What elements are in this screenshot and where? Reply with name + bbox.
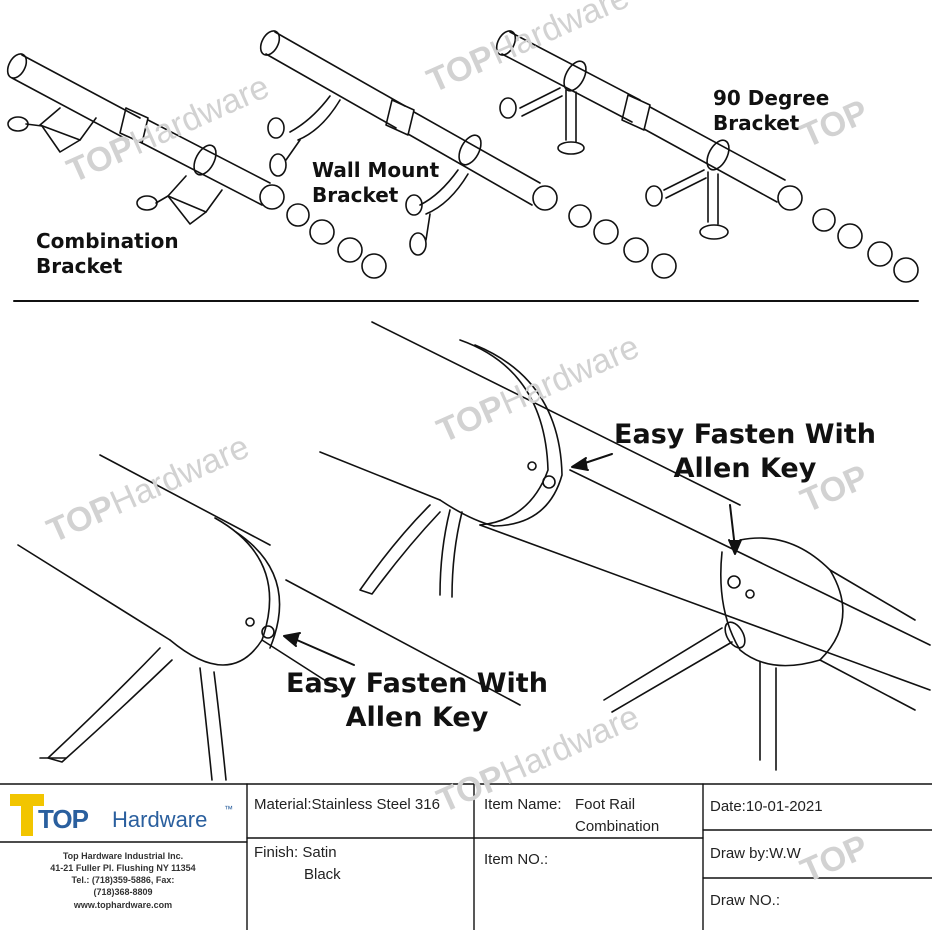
detail-combination-joint <box>17 454 521 781</box>
detail-wall-mount-joint <box>319 321 931 691</box>
label-line: 90 Degree <box>713 86 830 110</box>
company-name: Top Hardware Industrial Inc. <box>62 851 184 861</box>
label-line: Allen Key <box>673 452 817 484</box>
logo-top-text: TOP <box>38 804 89 834</box>
label-line: Bracket <box>36 254 123 278</box>
easy-fasten-callout-top: Easy Fasten With Allen Key <box>612 418 878 486</box>
draw-no-field: Draw NO.: <box>710 892 781 909</box>
company-fax: (718)368-8809 <box>93 887 153 898</box>
date-field: Date:10-01-2021 <box>710 798 823 815</box>
label-line: Wall Mount <box>312 158 440 182</box>
detail-ninety-degree-joint <box>603 537 916 771</box>
company-logo: TOP Hardware ™ <box>8 790 236 838</box>
title-block-frame <box>0 783 932 930</box>
item-name-line-1: Foot Rail <box>575 796 636 813</box>
item-name-line-2: Combination <box>575 818 660 835</box>
item-no-field: Item NO.: <box>484 851 549 868</box>
combination-rail-assembly <box>6 53 387 279</box>
label-line: Easy Fasten With <box>614 419 876 450</box>
wall-mount-rail-assembly <box>259 30 677 279</box>
logo-t-stem <box>21 806 33 836</box>
material-field: Material:Stainless Steel 316 <box>254 796 440 813</box>
label-line: Allen Key <box>345 701 489 733</box>
easy-fasten-callout-bottom: Easy Fasten With Allen Key <box>284 667 550 735</box>
logo-tm: ™ <box>224 804 233 814</box>
logo-t-mark <box>10 794 44 806</box>
company-website: www.tophardware.com <box>73 899 173 910</box>
logo-hardware-text: Hardware <box>112 807 208 832</box>
finish-label: Finish: Satin <box>254 844 337 861</box>
finish-value: Black <box>304 866 341 883</box>
company-info: Top Hardware Industrial Inc. 41-21 Fulle… <box>4 850 242 911</box>
callout-arrows <box>283 453 742 666</box>
label-line: Bracket <box>312 183 399 207</box>
item-name-label: Item Name: <box>484 796 562 813</box>
combination-bracket-label: Combination Bracket <box>36 229 179 279</box>
label-line: Bracket <box>713 111 800 135</box>
ninety-degree-bracket-label: 90 Degree Bracket <box>713 86 829 136</box>
ninety-degree-rail-assembly <box>495 30 919 283</box>
label-line: Combination <box>36 229 179 253</box>
label-line: Easy Fasten With <box>286 668 548 699</box>
draw-by-field: Draw by:W.W <box>710 845 801 862</box>
wall-mount-bracket-label: Wall Mount Bracket <box>312 158 439 208</box>
company-phone: Tel.: (718)359-5886, Fax: <box>71 875 175 886</box>
company-address: 41-21 Fuller Pl. Flushing NY 11354 <box>50 863 196 874</box>
